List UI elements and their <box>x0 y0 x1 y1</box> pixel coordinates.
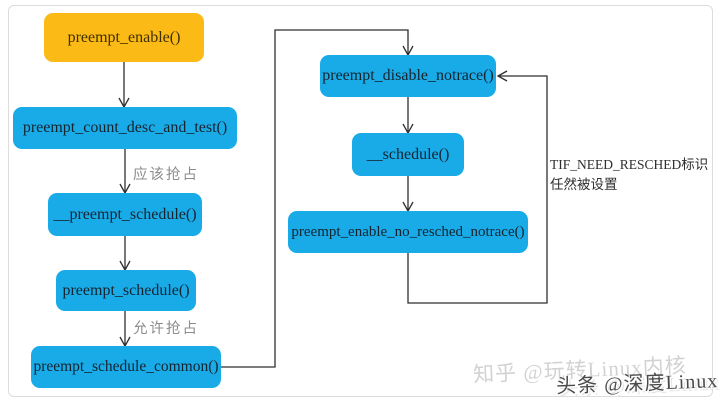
node-preempt-schedule-common: preempt_schedule_common() <box>31 346 221 388</box>
node-preempt-disable-notrace: preempt_disable_notrace() <box>320 55 496 97</box>
edge-label-allow-preempt: 允许抢占 <box>133 321 199 337</box>
node-preempt-enable: preempt_enable() <box>44 13 204 62</box>
edge-label-should-preempt: 应该抢占 <box>133 167 199 183</box>
node-dunder-preempt-schedule: __preempt_schedule() <box>48 193 202 236</box>
node-preempt-schedule: preempt_schedule() <box>56 270 196 311</box>
watermark-toutiao: 头条 @深度Linux <box>555 370 719 398</box>
loop-annotation-tif-need-resched: TIF_NEED_RESCHED标识任然被设置 <box>550 157 709 192</box>
node-preempt-enable-no-resched-notrace: preempt_enable_no_resched_notrace() <box>288 211 528 253</box>
node-preempt-count-desc-and-test: preempt_count_desc_and_test() <box>13 107 237 149</box>
node-dunder-schedule: __schedule() <box>352 133 464 176</box>
